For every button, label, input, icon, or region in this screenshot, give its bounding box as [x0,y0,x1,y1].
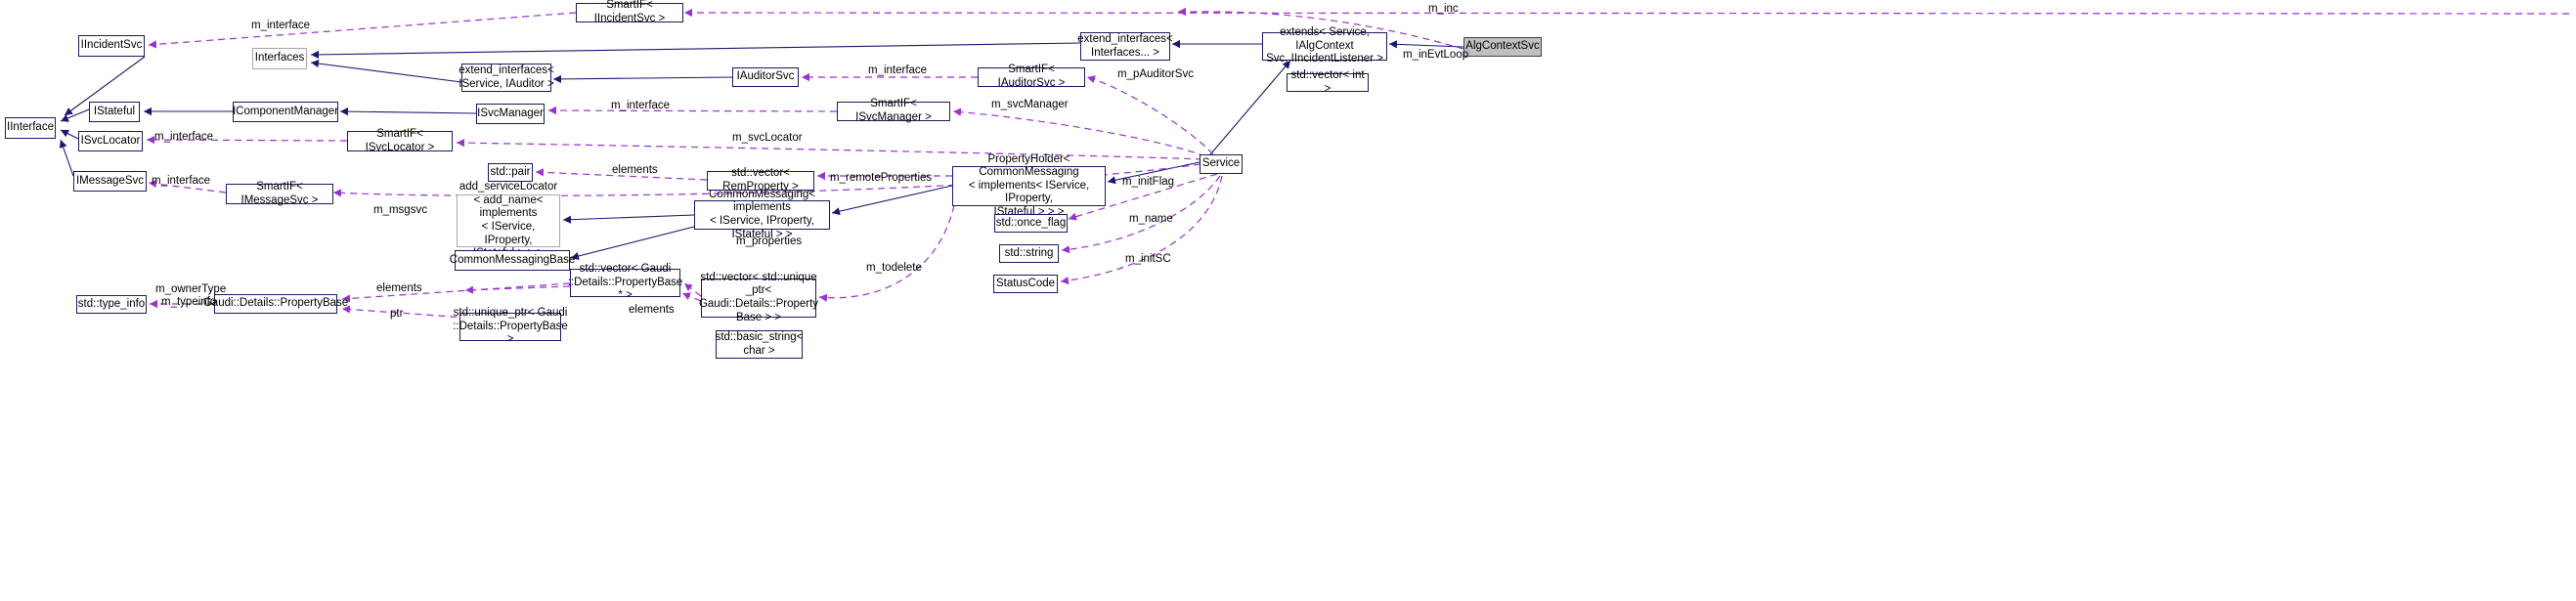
class-node-label: IAuditorSvc [736,70,795,83]
class-node-label: SmartIF< IMessageSvc > [240,180,319,206]
class-node-label: ISvcManager [477,107,544,119]
edge-label-m_inc: m_inc [1428,3,1459,15]
edge-label-m_pAuditorSvc: m_pAuditorSvc [1117,68,1194,80]
edge-label-elements: elements [629,304,675,316]
class-node-label: Interfaces [254,52,305,64]
class-node-add_servicelocator[interactable]: add_serviceLocator < add_name< implement… [457,181,560,259]
class-node-std_type_info[interactable]: std::type_info [76,295,147,314]
class-node-label: StatusCode [995,277,1056,289]
class-node-label: std::pair [490,165,531,178]
usage-edges-plain [464,285,571,294]
class-node-smartif_iincidentsvc[interactable]: SmartIF< IIncidentSvc > [576,0,683,24]
class-node-std_once_flag[interactable]: std::once_flag [994,214,1068,233]
class-node-interfaces[interactable]: Interfaces [252,48,307,69]
class-node-label: IMessageSvc [75,174,145,187]
edge-label-m_interface: m_interface [152,175,211,187]
class-node-extend_interfaces[interactable]: extend_interfaces< Interfaces... > [1077,32,1173,61]
edge-label-elements: elements [376,282,422,294]
class-node-std_pair[interactable]: std::pair [488,163,533,182]
edge-label-m_interface: m_interface [611,100,671,111]
edge-label-m_todelete: m_todelete [866,262,922,274]
class-node-label: SmartIF< ISvcLocator > [365,127,435,153]
class-node-vec_remproperty[interactable]: std::vector< RemProperty > [707,167,814,193]
class-node-smartif_isvclocator[interactable]: SmartIF< ISvcLocator > [347,127,453,153]
class-node-label: IStateful [93,105,136,117]
class-node-label: SmartIF< ISvcManager > [855,98,932,123]
class-node-commonmessagingbase[interactable]: CommonMessagingBase [450,250,575,271]
class-node-label: Gaudi::Details::PropertyBase [202,297,349,310]
class-node-label: std::vector< int > [1290,68,1365,95]
edge-label-elements: elements [612,164,658,176]
class-node-label: PropertyHolder< CommonMessaging < implem… [968,152,1090,218]
class-node-label: std::basic_string< char > [715,330,804,357]
class-node-label: std::string [1004,246,1054,259]
class-node-label: CommonMessagingBase [449,253,576,266]
class-node-smartif_iauditorsvc[interactable]: SmartIF< IAuditorSvc > [978,64,1085,89]
class-node-algcontextsvc[interactable]: AlgContextSvc [1463,37,1542,57]
class-node-label: SmartIF< IAuditorSvc > [997,64,1066,89]
class-node-label: AlgContextSvc [1465,40,1540,53]
class-node-extend_iservice_iauditor[interactable]: extend_interfaces< IService, IAuditor > [458,64,554,92]
class-node-std_vector_int[interactable]: std::vector< int > [1287,69,1369,95]
class-node-smartif_isvcmanager[interactable]: SmartIF< ISvcManager > [837,98,950,123]
class-node-gaudi_propertybase[interactable]: Gaudi::Details::PropertyBase [203,294,348,314]
edge-label-ptr: ptr [390,308,404,320]
class-node-label: IInterface [7,121,54,134]
edge-label-m_interface: m_interface [154,131,214,143]
class-node-smartif_imessagesvc[interactable]: SmartIF< IMessageSvc > [226,180,333,206]
class-node-label: CommonMessaging< implements < IService, … [709,188,815,240]
class-node-vec_unique_ptr[interactable]: std::vector< std::unique _ptr< Gaudi::De… [699,272,818,323]
edge-label-m_initFlag: m_initFlag [1122,176,1175,188]
class-node-label: IComponentManager [232,105,339,117]
class-node-statuscode[interactable]: StatusCode [993,275,1058,293]
class-node-isvcmanager[interactable]: ISvcManager [476,104,545,124]
edge-label-m_msgsvc: m_msgsvc [373,204,427,216]
class-node-label: extends< Service, IAlgContext Svc, IInci… [1266,26,1383,65]
class-node-label: std::vector< RemProperty > [722,167,799,193]
class-node-iinterface[interactable]: IInterface [5,117,56,139]
class-node-propertyholder[interactable]: PropertyHolder< CommonMessaging < implem… [952,153,1106,218]
class-node-label: add_serviceLocator < add_name< implement… [458,181,558,259]
class-node-extends_service[interactable]: extends< Service, IAlgContext Svc, IInci… [1262,26,1387,64]
class-node-label: std::vector< std::unique _ptr< Gaudi::De… [698,271,819,323]
class-node-unique_ptr_propertybase[interactable]: std::unique_ptr< Gaudi ::Details::Proper… [453,307,568,345]
class-node-commonmessaging[interactable]: CommonMessaging< implements < IService, … [694,189,830,240]
class-node-label: extend_interfaces< IService, IAuditor > [458,64,554,90]
edge-label-m_svcLocator: m_svcLocator [732,132,803,144]
class-node-vec_propertybase_ptr[interactable]: std::vector< Gaudi ::Details::PropertyBa… [568,263,683,301]
class-node-isvclocator[interactable]: ISvcLocator [78,131,143,151]
edge-label-m_inEvtLoop: m_inEvtLoop [1403,49,1469,61]
class-node-label: std::vector< Gaudi ::Details::PropertyBa… [567,263,683,302]
edge-label-m_initSC: m_initSC [1125,253,1171,265]
class-node-label: IIncidentSvc [80,39,143,52]
class-node-label: SmartIF< IIncidentSvc > [593,0,666,24]
class-node-basic_string[interactable]: std::basic_string< char > [716,330,803,359]
class-node-label: std::unique_ptr< Gaudi ::Details::Proper… [453,307,568,346]
class-node-label: std::type_info [77,297,146,310]
edge-label-m_name: m_name [1129,213,1173,225]
edge-label-m_svcManager: m_svcManager [991,99,1069,110]
class-node-iauditorsvc[interactable]: IAuditorSvc [732,67,799,87]
edge-label-m_interface: m_interface [868,64,928,76]
class-node-istateful[interactable]: IStateful [89,102,140,122]
class-node-service[interactable]: Service [1200,154,1243,174]
class-node-iincidentsvc[interactable]: IIncidentSvc [78,35,145,57]
edge-label-m_remoteProperties: m_remoteProperties [830,172,933,184]
class-node-imessagesvc[interactable]: IMessageSvc [73,171,147,192]
class-node-label: ISvcLocator [80,134,141,147]
edge-label-m_properties: m_properties [736,236,803,247]
edge-label-m_interface: m_interface [251,20,311,31]
class-node-label: std::once_flag [995,216,1067,229]
class-node-label: extend_interfaces< Interfaces... > [1077,32,1173,59]
edge-label-m_typeinfo: m_typeinfo [161,296,217,308]
class-node-icomponentmanager[interactable]: IComponentManager [233,102,338,122]
edge-label-m_ownerType: m_ownerType [155,283,227,295]
class-node-label: Service [1201,157,1241,170]
class-node-std_string[interactable]: std::string [999,244,1059,263]
